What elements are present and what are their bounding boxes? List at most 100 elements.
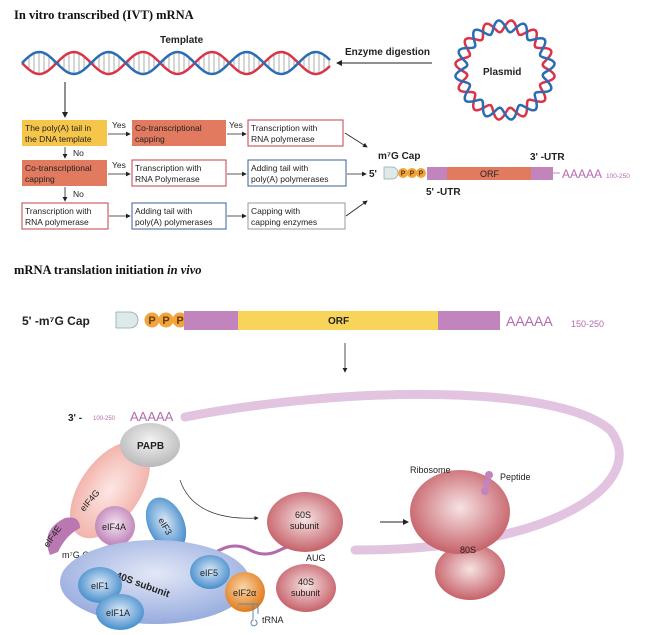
svg-text:150-250: 150-250: [571, 319, 604, 329]
eif4g: [70, 441, 150, 539]
papb: [120, 423, 180, 467]
eif4a: [95, 506, 135, 546]
plasmid-icon: [454, 19, 556, 121]
svg-text:ORF: ORF: [480, 169, 500, 179]
svg-text:100-250: 100-250: [606, 173, 630, 180]
peptide-label: Peptide: [500, 472, 531, 482]
svg-text:AAAAA: AAAAA: [506, 313, 553, 329]
eif1: [78, 567, 122, 603]
svg-text:The poly(A) tail in: The poly(A) tail in: [25, 123, 91, 133]
plasmid-strand: [454, 19, 556, 121]
peptide-icon: [481, 471, 493, 495]
svg-text:Co-transcriptional: Co-transcriptional: [25, 163, 92, 173]
ribosome-small-subunit: [435, 544, 505, 600]
papb-label: PAPB: [137, 441, 164, 452]
svg-text:Co-transcriptional: Co-transcriptional: [135, 123, 202, 133]
cap-icon: [115, 311, 139, 329]
svg-text:Transcription with: Transcription with: [25, 206, 92, 216]
phosphate-label: P: [410, 170, 415, 177]
eif1a: [96, 594, 144, 630]
polya-tail: AAAAA: [130, 409, 174, 424]
svg-text:m⁷G Cap: m⁷G Cap: [378, 151, 420, 162]
mrna-closed-loop: [180, 389, 624, 555]
eif4e: [47, 517, 80, 555]
80s-label: 80S: [460, 545, 476, 555]
40s-subunit-small: [276, 564, 336, 612]
phosphate-label: P: [176, 315, 183, 327]
svg-text:Transcription with: Transcription with: [251, 123, 318, 133]
svg-text:5': 5': [369, 169, 377, 180]
phosphate-label: P: [401, 170, 406, 177]
svg-text:RNA polymerase: RNA polymerase: [251, 134, 315, 144]
svg-text:capping: capping: [25, 174, 55, 184]
svg-text:3' -UTR: 3' -UTR: [530, 152, 565, 163]
phosphate-icon: [158, 312, 174, 328]
60s-subunit: [267, 492, 343, 552]
svg-text:RNA Polymerase: RNA Polymerase: [135, 174, 200, 184]
phosphate-icon: [416, 168, 426, 178]
80s-ribosome: [410, 470, 510, 554]
eif1a-label: eIF1A: [106, 608, 130, 618]
svg-text:5' -UTR: 5' -UTR: [426, 187, 461, 198]
enzyme-digestion-label: Enzyme digestion: [345, 47, 430, 58]
phosphate-icon: [144, 312, 160, 328]
template-label: Template: [160, 35, 204, 46]
phosphate-label: P: [162, 315, 169, 327]
yes-label: Yes: [229, 120, 243, 130]
no-label: No: [73, 189, 84, 199]
svg-text:AAAAA: AAAAA: [562, 167, 602, 181]
m7g-cap-label: m⁷G Cap: [62, 550, 99, 560]
svg-text:capping enzymes: capping enzymes: [251, 217, 317, 227]
curved-arrow: [179, 479, 259, 521]
eif2-alpha-label: eIF2α: [233, 588, 256, 598]
svg-text:Adding tail with: Adding tail with: [135, 206, 192, 216]
phosphate-label: P: [148, 315, 155, 327]
cap-icon: [383, 166, 399, 180]
svg-text:Capping with: Capping with: [251, 206, 300, 216]
eif2-alpha: [225, 572, 265, 612]
section2-title: mRNA translation initiation in vivo: [14, 263, 202, 277]
eif4a-label: eIF4A: [102, 522, 126, 532]
40s-small-subunit-label: subunit: [291, 588, 321, 598]
trna-label: tRNA: [262, 615, 284, 625]
phosphate-icon: [172, 312, 188, 328]
svg-text:capping: capping: [135, 134, 165, 144]
40s-small-label: 40S: [298, 577, 314, 587]
tail-length: 100-250: [93, 416, 116, 422]
aug-label: AUG: [306, 553, 326, 563]
section1-title: In vitro transcribed (IVT) mRNA: [14, 8, 194, 22]
phosphate-icon: [398, 168, 408, 178]
svg-text:Transcription with: Transcription with: [135, 163, 202, 173]
svg-text:the DNA template: the DNA template: [25, 134, 92, 144]
svg-text:poly(A) polymerases: poly(A) polymerases: [251, 174, 328, 184]
three-prime-label: 3' -: [68, 413, 82, 424]
phosphate-label: P: [419, 170, 424, 177]
flow-arrows: [62, 131, 368, 219]
phosphate-icon: [407, 168, 417, 178]
svg-text:ORF: ORF: [328, 316, 349, 327]
eif3: [145, 497, 187, 551]
eif1-label: eIF1: [91, 581, 109, 591]
svg-text:Adding tail with: Adding tail with: [251, 163, 308, 173]
svg-text:poly(A) polymerases: poly(A) polymerases: [135, 217, 212, 227]
eif5-label: eIF5: [200, 568, 218, 578]
plasmid-label: Plasmid: [483, 67, 521, 78]
eif5: [190, 555, 230, 589]
60s-label: 60S: [295, 510, 311, 520]
dna-strand: [21, 50, 331, 76]
svg-text:5' -m⁷G Cap: 5' -m⁷G Cap: [22, 314, 90, 328]
yes-label: Yes: [112, 120, 126, 130]
trna-icon: [238, 603, 259, 627]
